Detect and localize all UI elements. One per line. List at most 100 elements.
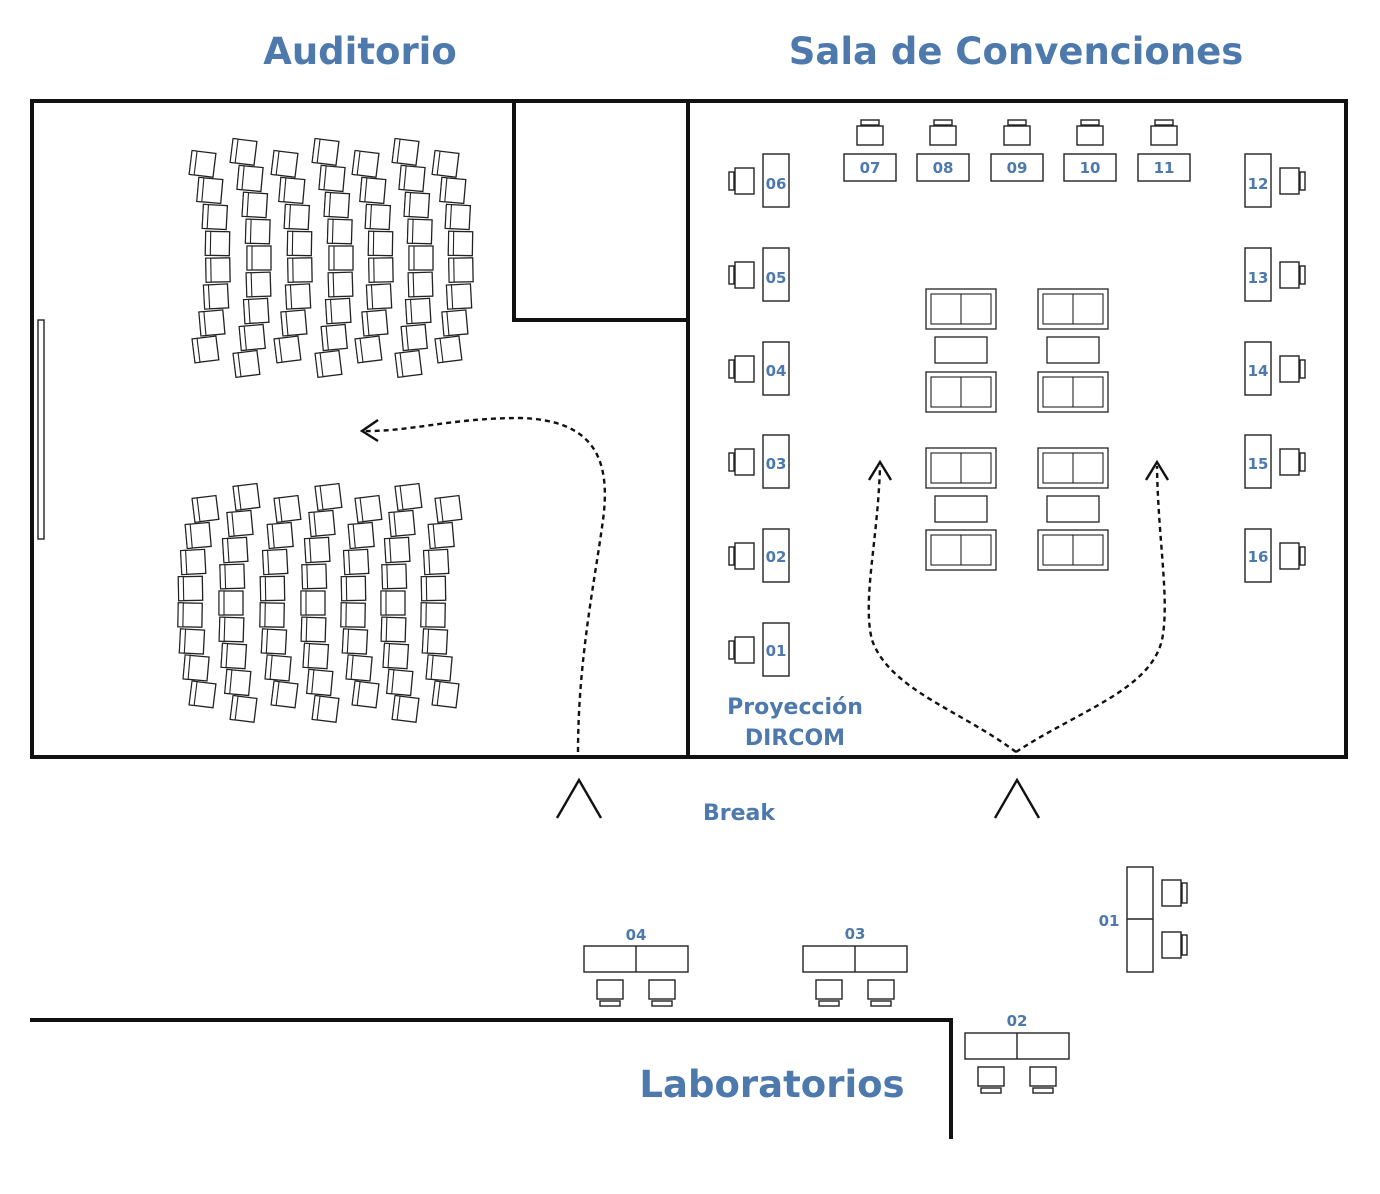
station-09: 09 [990, 119, 1044, 182]
chair-icon [391, 137, 420, 167]
chair-icon [388, 509, 416, 538]
chair-icon [394, 349, 423, 379]
chair-icon [398, 164, 426, 193]
chair-icon [278, 176, 306, 205]
chair-icon [286, 230, 313, 257]
chair-icon [345, 654, 373, 682]
chair-icon [191, 494, 220, 524]
chair-icon [226, 509, 254, 538]
auditorium-entry-path [359, 416, 607, 753]
auditorium-seating [177, 137, 474, 724]
auditorium-title: Auditorio [263, 30, 457, 73]
station-07: 07 [843, 119, 897, 182]
chair-icon [341, 628, 369, 655]
computer-monitor-icon [1029, 1066, 1057, 1094]
chair-icon [441, 309, 469, 337]
chair-icon [259, 575, 286, 602]
station-10: 10 [1063, 119, 1117, 182]
chair-icon [351, 149, 380, 179]
chair-icon [421, 628, 449, 655]
chair-icon [431, 149, 460, 179]
sofa-icon [925, 288, 997, 330]
dashed-arrow-icon [1144, 459, 1170, 481]
station-label: 06 [766, 175, 787, 193]
chair-icon [198, 309, 226, 337]
chair-icon [361, 309, 389, 337]
chair-icon [270, 680, 299, 709]
chair-icon [364, 203, 392, 231]
door-icon [555, 777, 603, 819]
computer-monitor-icon [596, 979, 624, 1007]
chair-icon [324, 297, 352, 325]
chair-icon [284, 283, 312, 310]
chair-icon [220, 642, 248, 670]
chair-icon [311, 694, 340, 724]
station-label: 02 [766, 548, 787, 566]
chair-icon [218, 616, 245, 643]
chair-icon [273, 494, 302, 524]
chair-icon [394, 482, 423, 512]
chair-icon [302, 642, 330, 670]
chair-icon [244, 218, 271, 245]
station-label: 10 [1080, 159, 1101, 177]
chair-icon [382, 642, 410, 670]
computer-monitor-icon [1161, 931, 1188, 959]
chair-icon [221, 536, 249, 564]
chair-icon [323, 191, 351, 219]
chair-icon [342, 548, 370, 576]
lab-desk-01: 01 [1099, 866, 1188, 973]
chair-icon [328, 245, 354, 271]
chair-icon [434, 335, 463, 364]
chair-icon [184, 521, 212, 550]
chair-icon [218, 590, 244, 616]
projection-screen-icon [37, 319, 45, 540]
station-label: 03 [766, 455, 787, 473]
chair-icon [368, 257, 394, 283]
chair-icon [188, 149, 217, 179]
station-16: 16 [1244, 528, 1306, 583]
station-08: 08 [916, 119, 970, 182]
chair-icon [204, 230, 231, 257]
station-14: 14 [1244, 341, 1306, 396]
chair-icon [264, 654, 292, 682]
station-05: 05 [728, 247, 790, 302]
chair-icon [177, 575, 204, 602]
chair-icon [301, 563, 328, 590]
computer-monitor-icon [648, 979, 676, 1007]
chair-icon [431, 680, 460, 709]
station-11: 11 [1137, 119, 1191, 182]
chair-icon [259, 602, 285, 628]
computer-monitor-icon [1161, 879, 1188, 907]
labs-title: Laboratorios [639, 1063, 904, 1106]
chair-icon [219, 563, 246, 590]
chair-icon [202, 283, 230, 310]
chair-icon [266, 521, 294, 550]
chair-icon [273, 335, 302, 364]
station-13: 13 [1244, 247, 1306, 302]
station-03: 03 [728, 434, 790, 489]
chair-icon [408, 245, 434, 271]
chair-icon [420, 575, 447, 602]
chair-icon [224, 668, 252, 697]
chair-icon [383, 536, 411, 564]
chair-icon [381, 563, 408, 590]
chair-icon [447, 230, 474, 257]
chair-icon [434, 494, 463, 524]
station-01: 01 [728, 622, 790, 677]
chair-icon [201, 203, 229, 231]
chair-icon [314, 349, 343, 379]
computer-monitor-icon [867, 979, 895, 1007]
chair-icon [386, 668, 414, 697]
chair-icon [306, 668, 334, 697]
chair-icon [238, 323, 266, 352]
station-label: 01 [766, 642, 787, 660]
chair-icon [340, 602, 366, 628]
chair-icon [300, 590, 326, 616]
sofa-icon [925, 371, 997, 413]
chair-icon [367, 230, 394, 257]
chair-icon [448, 257, 474, 283]
chair-icon [261, 548, 289, 576]
station-02: 02 [728, 528, 790, 583]
chair-icon [318, 164, 346, 193]
